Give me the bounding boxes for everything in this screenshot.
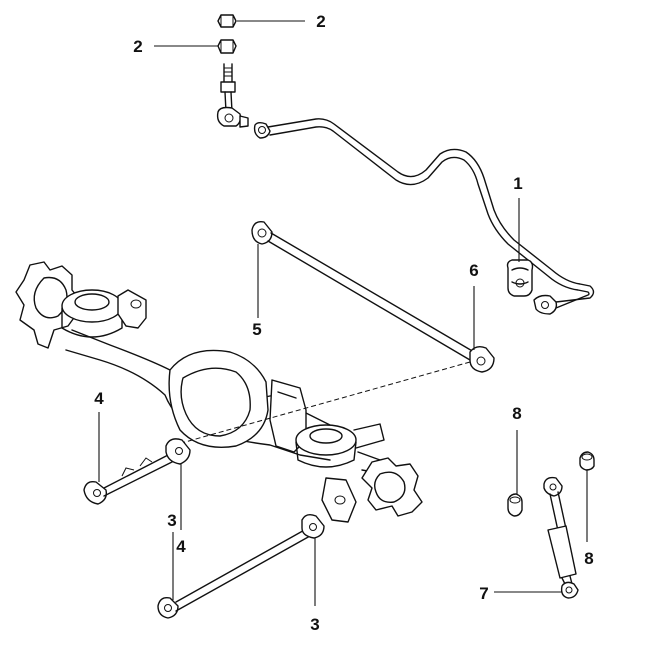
callout-8-right: 8 bbox=[584, 549, 593, 568]
shock-bushing-left bbox=[507, 493, 523, 517]
stabilizer-bar bbox=[253, 118, 595, 315]
callout-2-mid: 2 bbox=[133, 37, 142, 56]
lateral-rod bbox=[251, 220, 495, 373]
stabilizer-bushing bbox=[506, 259, 534, 297]
callout-6: 6 bbox=[469, 261, 478, 280]
stabilizer-link bbox=[216, 63, 249, 128]
callout-7: 7 bbox=[479, 584, 488, 603]
nut-lower bbox=[217, 39, 237, 54]
callout-2-top: 2 bbox=[316, 12, 325, 31]
callout-3-mid: 3 bbox=[167, 511, 176, 530]
shock-absorber bbox=[543, 476, 579, 599]
callout-5: 5 bbox=[252, 320, 261, 339]
callout-3-bottom: 3 bbox=[310, 615, 319, 634]
upper-control-arm bbox=[83, 438, 191, 505]
callout-4-left: 4 bbox=[94, 389, 104, 408]
callout-4-mid: 4 bbox=[176, 537, 186, 556]
lower-control-arm bbox=[157, 513, 325, 619]
assembly-line bbox=[177, 361, 471, 445]
nut-upper bbox=[217, 14, 237, 28]
shock-bushing-right bbox=[579, 451, 595, 471]
rear-axle-housing bbox=[15, 261, 423, 523]
callout-1: 1 bbox=[513, 174, 522, 193]
callout-8-top: 8 bbox=[512, 404, 521, 423]
